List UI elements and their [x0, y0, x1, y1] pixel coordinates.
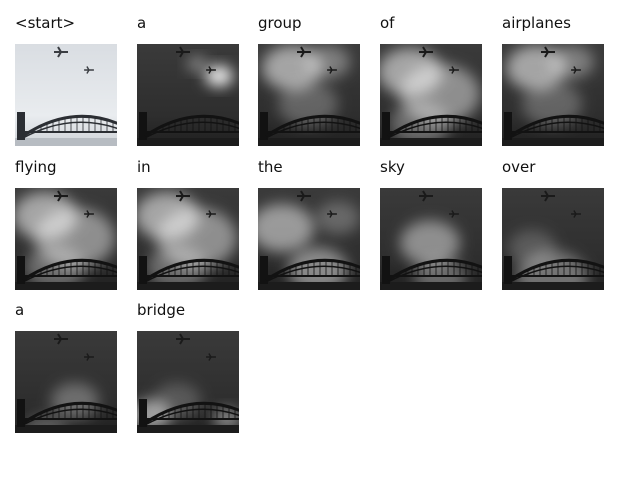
airplane-icon [327, 210, 337, 218]
airplane-icon [84, 353, 94, 361]
bridge-pylon [382, 256, 390, 284]
caption-word: a [137, 14, 147, 32]
water [380, 138, 482, 146]
caption-word: group [258, 14, 302, 32]
water [502, 282, 604, 290]
attention-image [137, 331, 239, 433]
attention-image [15, 188, 117, 290]
caption-word: in [137, 158, 151, 176]
attention-image [502, 44, 604, 146]
bridge-pylon [382, 112, 390, 140]
attention-image [15, 44, 117, 146]
water [380, 282, 482, 290]
bridge-pylon [504, 112, 512, 140]
airplane-icon [84, 210, 94, 218]
bridge-pylon [260, 256, 268, 284]
water [502, 138, 604, 146]
attention-image [258, 188, 360, 290]
water [137, 425, 239, 433]
airplane-icon [449, 210, 459, 218]
attention-glow [288, 247, 348, 290]
airplane-icon [327, 66, 337, 74]
bridge-pylon [504, 256, 512, 284]
water [258, 282, 360, 290]
caption-word: <start> [15, 14, 76, 32]
attention-glow [147, 245, 207, 290]
airplane-icon [297, 46, 311, 58]
attention-image [15, 331, 117, 433]
caption-word: flying [15, 158, 57, 176]
airplane-icon [449, 66, 459, 74]
water [15, 138, 117, 146]
bridge-pylon [17, 256, 25, 284]
bridge-pylon [139, 256, 147, 284]
attention-glow [25, 245, 85, 290]
caption-word: the [258, 158, 283, 176]
bridge-pylon [139, 112, 147, 140]
attention-image [137, 188, 239, 290]
airplane-icon [206, 66, 216, 74]
airplane-icon [571, 210, 581, 218]
water [15, 282, 117, 290]
caption-word: of [380, 14, 395, 32]
caption-word: bridge [137, 301, 186, 319]
attention-glow [390, 101, 450, 146]
airplane-icon [176, 46, 190, 58]
attention-image [380, 188, 482, 290]
attention-glow [400, 220, 460, 266]
attention-glow [316, 201, 360, 235]
airplane-icon [54, 190, 68, 202]
water [137, 138, 239, 146]
airplane-icon [541, 46, 555, 58]
airplane-icon [84, 66, 94, 74]
caption-word: over [502, 158, 536, 176]
airplane-icon [206, 353, 216, 361]
attention-glow [306, 45, 350, 79]
attention-image [380, 44, 482, 146]
attention-glow [262, 45, 322, 91]
caption-word: a [15, 301, 25, 319]
attention-glow [51, 383, 99, 419]
airplane-icon [571, 66, 581, 74]
airplane-icon [176, 333, 190, 345]
bridge-pylon [17, 112, 25, 140]
attention-image [258, 44, 360, 146]
airplane-icon [54, 333, 68, 345]
airplane-icon [419, 190, 433, 202]
bridge-pylon [17, 399, 25, 427]
attention-glow [187, 56, 207, 72]
attention-glow [205, 65, 233, 87]
airplane-icon [206, 210, 216, 218]
airplane-icon [54, 46, 68, 58]
caption-word: sky [380, 158, 405, 176]
bridge-pylon [260, 112, 268, 140]
water [258, 138, 360, 146]
attention-glow [258, 204, 314, 252]
attention-image [137, 44, 239, 146]
attention-glow [550, 45, 594, 79]
caption-word: airplanes [502, 14, 571, 32]
bridge-pylon [139, 399, 147, 427]
attention-glow [506, 45, 566, 91]
airplane-icon [297, 190, 311, 202]
airplane-icon [541, 190, 555, 202]
attention-glow [508, 230, 556, 266]
airplane-icon [419, 46, 433, 58]
attention-image [502, 188, 604, 290]
water [137, 282, 239, 290]
airplane-icon [176, 190, 190, 202]
water [15, 425, 117, 433]
